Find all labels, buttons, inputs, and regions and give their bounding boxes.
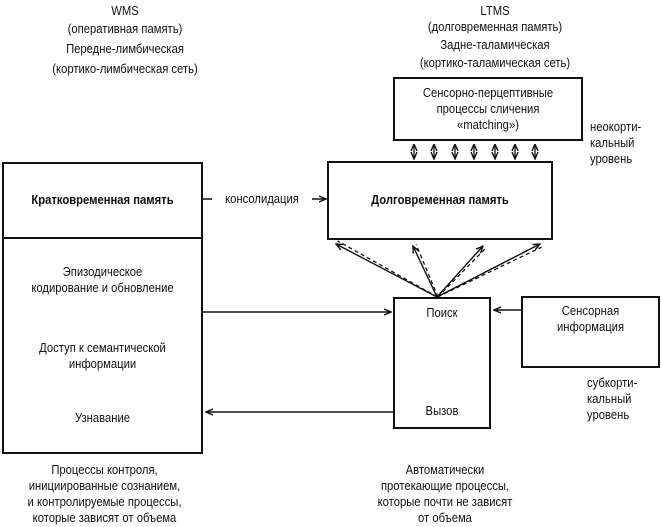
retrieval-arrow-dashed <box>437 247 487 298</box>
neocortical-line-2: кальный <box>590 136 635 150</box>
footer-left-line-4: которые зависят от объема <box>32 511 177 525</box>
neocortical-line-1: неокорти- <box>590 120 642 134</box>
search-recall-box: Поиск Вызов <box>393 297 491 429</box>
footer-left-line-3: и контролируемые процессы, <box>27 495 182 509</box>
consolidation-label: консолидация <box>225 192 299 206</box>
wms-header: WMS (оперативная память) Передне-лимбиче… <box>31 3 220 77</box>
process-semantic-line-1: Доступ к семантической <box>39 341 166 355</box>
sensory-info-line-1: Сенсорная <box>561 304 620 318</box>
retrieval-arrow-solid <box>436 246 483 298</box>
wms-network-sub: (кортико-лимбическая сеть) <box>52 62 198 76</box>
wms-network: Передне-лимбическая <box>66 42 184 56</box>
footer-left-line-1: Процессы контроля, <box>51 463 158 477</box>
neocortical-level-label: неокорти- кальный уровень <box>590 119 641 167</box>
matching-arrows <box>414 145 535 159</box>
sensory-perceptual-line-1: Сенсорно-перцептивные <box>422 86 554 100</box>
ltms-network: Задне-таламическая <box>440 38 550 52</box>
retrieval-arrow-dashed <box>337 240 438 298</box>
footer-left: Процессы контроля, инициированные сознан… <box>12 462 197 526</box>
sensory-perceptual-line-2: процессы сличения <box>436 102 540 116</box>
footer-left-line-2: инициированные сознанием, <box>28 479 181 493</box>
retrieval-fan-arrows <box>336 240 542 298</box>
short-term-memory-label: Кратковременная память <box>31 193 174 207</box>
retrieval-arrow-dashed <box>437 246 542 298</box>
wms-subtitle: (оперативная память) <box>67 22 183 36</box>
long-term-memory-box: Долговременная память <box>327 161 553 240</box>
wms-processes-box: Эпизодическое кодирование и обновление Д… <box>2 237 203 454</box>
sensory-information-box: Сенсорная информация <box>521 296 660 368</box>
sensory-perceptual-line-3: «matching») <box>457 118 519 132</box>
sensory-info-line-2: информация <box>556 320 625 334</box>
search-label: Поиск <box>426 306 458 320</box>
subcortical-line-2: кальный <box>587 392 632 406</box>
footer-right: Автоматически протекающие процессы, кото… <box>373 462 517 526</box>
footer-right-line-2: протекающие процессы, <box>380 479 510 493</box>
ltms-title: LTMS <box>480 4 510 18</box>
subcortical-level-label: субкорти- кальный уровень <box>587 375 637 423</box>
ltms-network-sub: (кортико-таламическая сеть) <box>419 56 571 70</box>
process-episodic: Эпизодическое кодирование и обновление <box>14 264 191 296</box>
process-episodic-line-1: Эпизодическое <box>62 265 143 279</box>
footer-right-line-1: Автоматически <box>405 463 485 477</box>
recall-label: Вызов <box>425 404 459 418</box>
retrieval-arrow-dashed <box>415 244 439 298</box>
long-term-memory-label: Долговременная память <box>371 193 509 207</box>
process-recognition: Узнавание <box>14 410 191 426</box>
process-episodic-line-2: кодирование и обновление <box>31 281 174 295</box>
wms-title: WMS <box>111 4 139 18</box>
process-semantic-line-2: информации <box>68 357 137 371</box>
footer-right-line-4: от объема <box>418 511 472 525</box>
sensory-perceptual-box: Сенсорно-перцептивные процессы сличения … <box>393 77 583 141</box>
retrieval-arrow-solid <box>413 246 438 298</box>
retrieval-arrow-solid <box>436 244 540 298</box>
footer-right-line-3: которые почти не зависят <box>377 495 513 509</box>
retrieval-arrow-solid <box>336 244 438 298</box>
subcortical-line-3: уровень <box>587 408 630 422</box>
process-recognition-line-1: Узнавание <box>74 411 131 425</box>
short-term-memory-box: Кратковременная память <box>2 162 203 239</box>
subcortical-line-1: субкорти- <box>587 376 638 390</box>
ltms-header: LTMS (долговременная память) Задне-талам… <box>405 3 585 71</box>
neocortical-line-3: уровень <box>590 152 633 166</box>
process-semantic-access: Доступ к семантической информации <box>14 340 191 372</box>
ltms-subtitle: (долговременная память) <box>427 20 563 34</box>
